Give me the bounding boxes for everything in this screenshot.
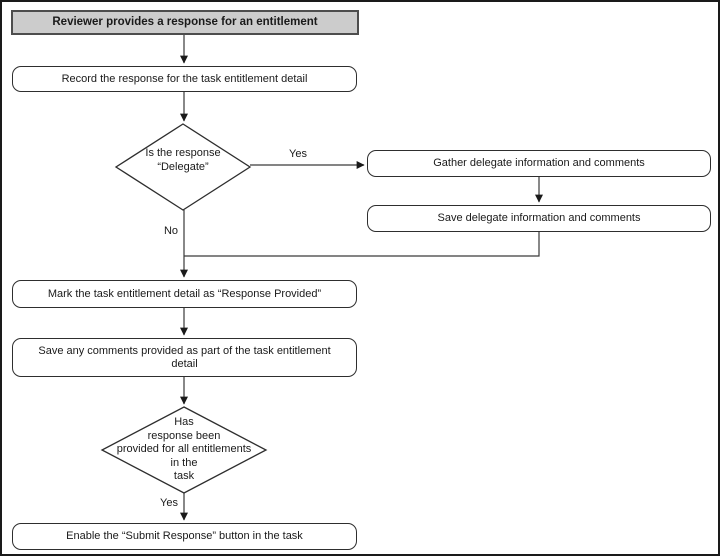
no-branch-label: No — [163, 225, 178, 237]
mark-response-provided-node: Mark the task entitlement detail as “Res… — [12, 280, 357, 308]
record-response-node: Record the response for the task entitle… — [12, 66, 357, 92]
edge-save-return — [184, 232, 540, 257]
is-delegate-decision-shape — [114, 123, 252, 211]
is-delegate-decision-label: Is the response “Delegate” — [145, 147, 221, 173]
start-node: Reviewer provides a response for an enti… — [11, 10, 359, 35]
has-all-responses-decision-shape — [100, 406, 268, 494]
gather-delegate-node: Gather delegate information and comments — [367, 150, 711, 177]
yes-all-label: Yes — [160, 497, 178, 509]
enable-submit-node: Enable the “Submit Response” button in t… — [12, 523, 357, 550]
has-all-responses-decision-label: Has response been provided for all entit… — [116, 416, 252, 482]
save-delegate-node: Save delegate information and comments — [367, 205, 711, 232]
save-comments-node: Save any comments provided as part of th… — [12, 338, 357, 377]
yes-branch-label: Yes — [289, 148, 307, 160]
